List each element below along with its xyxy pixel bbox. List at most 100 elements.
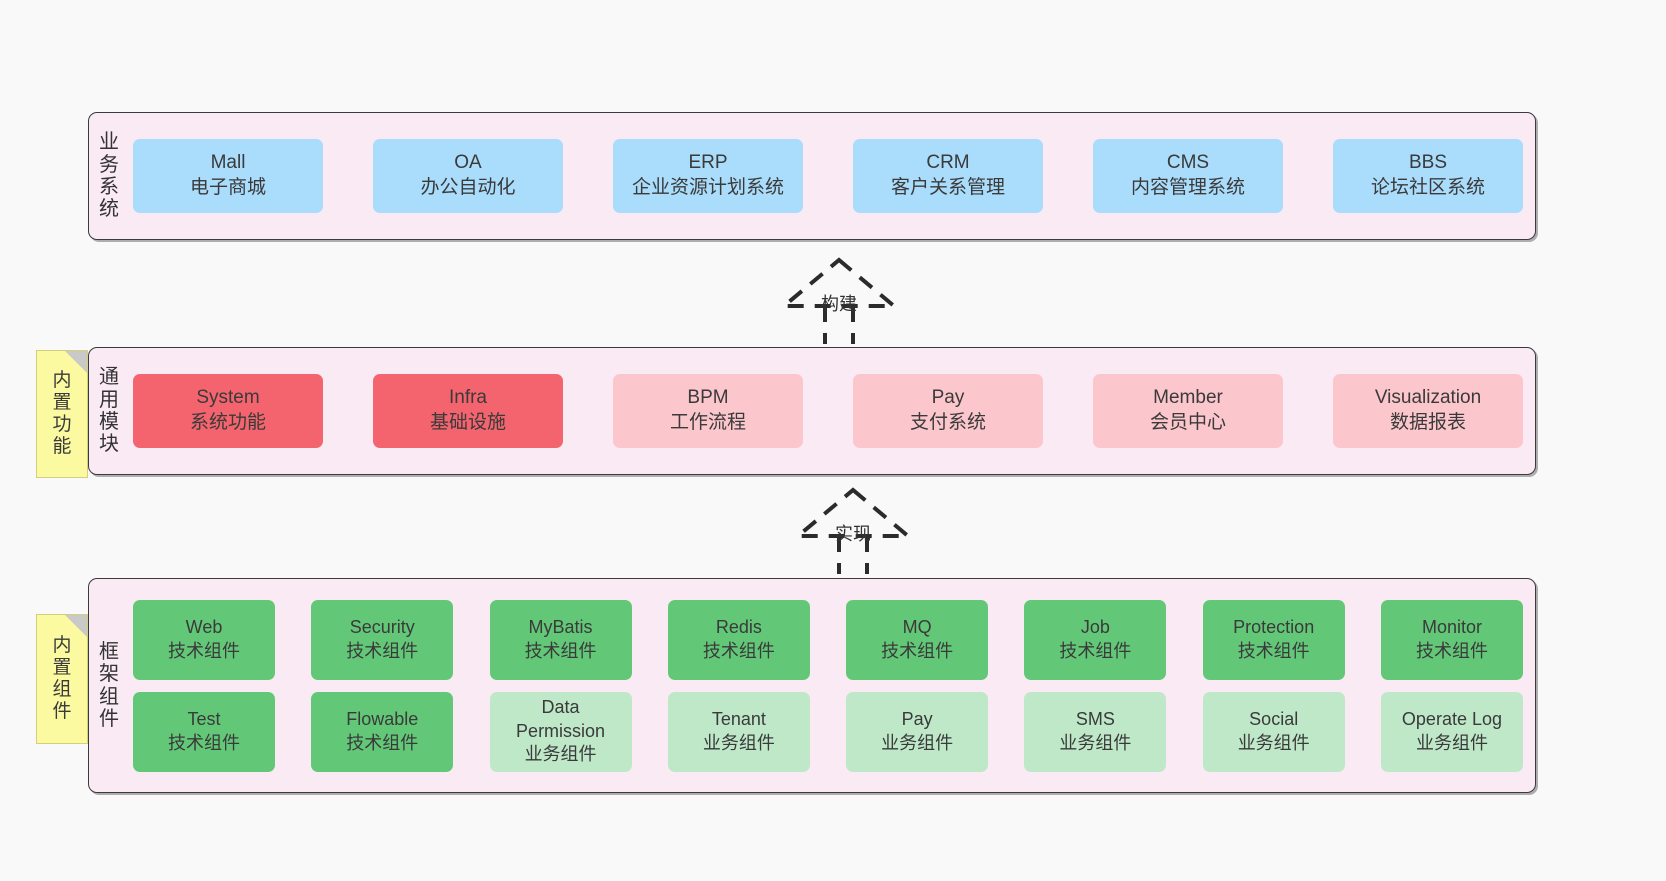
- note-builtin-component: 内 置 组 件: [36, 614, 88, 744]
- node-web-cn: 技术组件: [168, 640, 240, 661]
- node-operate-log-cn: 业务组件: [1415, 732, 1488, 753]
- node-protection-en: Protection: [1233, 617, 1315, 638]
- node-social-cn: 业务组件: [1237, 732, 1310, 753]
- node-pay-module-cn: 支付系统: [909, 412, 986, 433]
- node-crm-cn: 客户关系管理: [890, 177, 1005, 198]
- layer-business-systems: 业 务 系 统 Mall 电子商城 OA 办公自动化 ERP 企业资源计划系统 …: [88, 112, 1536, 240]
- node-infra-en: Infra: [448, 387, 488, 409]
- node-bbs[interactable]: BBS 论坛社区系统: [1333, 139, 1523, 213]
- node-monitor-cn: 技术组件: [1415, 640, 1488, 661]
- node-tenant[interactable]: Tenant 业务组件: [667, 691, 810, 772]
- node-data-permission[interactable]: Data Permission 业务组件: [489, 691, 632, 772]
- note-builtin-function-char-0: 内: [52, 369, 72, 391]
- layer-business-title-char-0: 业: [99, 131, 119, 154]
- node-mall[interactable]: Mall 电子商城: [133, 139, 323, 213]
- node-flowable-en: Flowable: [346, 709, 419, 730]
- node-mall-en: Mall: [210, 152, 246, 174]
- node-security-en: Security: [349, 617, 415, 638]
- node-web-en: Web: [185, 617, 223, 638]
- node-test-en: Test: [187, 709, 221, 730]
- node-pay-module[interactable]: Pay 支付系统: [853, 374, 1043, 448]
- node-test-cn: 技术组件: [168, 732, 240, 753]
- connector-implement-arrow-icon: [792, 487, 914, 574]
- node-sms[interactable]: SMS 业务组件: [1024, 691, 1167, 772]
- node-protection-cn: 技术组件: [1237, 640, 1310, 661]
- node-operate-log-en: Operate Log: [1401, 709, 1502, 730]
- note-builtin-function-char-1: 置: [52, 391, 72, 413]
- node-cms-en: CMS: [1166, 152, 1210, 174]
- node-mq-en: MQ: [902, 617, 932, 638]
- node-cms[interactable]: CMS 内容管理系统: [1093, 139, 1283, 213]
- node-mall-cn: 电子商城: [189, 177, 266, 198]
- node-erp[interactable]: ERP 企业资源计划系统: [613, 139, 803, 213]
- node-sms-en: SMS: [1075, 709, 1115, 730]
- connector-build-label: 构建: [821, 294, 857, 314]
- note-fold-corner-icon: [65, 615, 87, 637]
- node-web[interactable]: Web 技术组件: [133, 599, 275, 680]
- layer-business-title-char-2: 系: [99, 176, 119, 198]
- layer-business-body: Mall 电子商城 OA 办公自动化 ERP 企业资源计划系统 CRM 客户关系…: [129, 113, 1535, 239]
- node-job-en: Job: [1080, 617, 1110, 638]
- node-pay-module-en: Pay: [931, 387, 965, 409]
- node-member-cn: 会员中心: [1149, 412, 1226, 433]
- node-system[interactable]: System 系统功能: [133, 374, 323, 448]
- layer-framework-title: 框 架 组 件: [89, 579, 129, 792]
- node-infra[interactable]: Infra 基础设施: [373, 374, 563, 448]
- layer-framework-title-char-0: 框: [99, 640, 119, 663]
- layer-common-body: System 系统功能 Infra 基础设施 BPM 工作流程 Pay 支付系统…: [129, 348, 1535, 474]
- node-visualization[interactable]: Visualization 数据报表: [1333, 374, 1523, 448]
- node-mybatis-cn: 技术组件: [524, 640, 597, 661]
- node-social[interactable]: Social 业务组件: [1202, 691, 1345, 772]
- node-bpm-cn: 工作流程: [669, 412, 746, 433]
- node-pay-component[interactable]: Pay 业务组件: [846, 691, 989, 772]
- node-protection[interactable]: Protection 技术组件: [1202, 599, 1345, 680]
- node-job-cn: 技术组件: [1059, 640, 1132, 661]
- layer-framework-title-char-3: 件: [99, 707, 119, 730]
- node-mybatis[interactable]: MyBatis 技术组件: [489, 599, 632, 680]
- node-flowable-cn: 技术组件: [346, 732, 419, 753]
- node-operate-log[interactable]: Operate Log 业务组件: [1380, 691, 1523, 772]
- node-flowable[interactable]: Flowable 技术组件: [311, 691, 454, 772]
- layer-common-title-char-3: 块: [99, 433, 119, 456]
- node-crm[interactable]: CRM 客户关系管理: [853, 139, 1043, 213]
- connector-implement: 实现: [758, 484, 948, 574]
- node-system-en: System: [196, 387, 260, 409]
- node-oa-en: OA: [454, 152, 482, 174]
- node-mybatis-en: MyBatis: [528, 617, 593, 638]
- node-redis[interactable]: Redis 技术组件: [667, 599, 810, 680]
- node-visualization-en: Visualization: [1374, 387, 1482, 409]
- connector-implement-label: 实现: [835, 524, 871, 544]
- node-bpm[interactable]: BPM 工作流程: [613, 374, 803, 448]
- node-pay-component-en: Pay: [901, 709, 933, 730]
- node-oa-cn: 办公自动化: [420, 177, 516, 198]
- node-crm-en: CRM: [926, 152, 970, 174]
- node-cms-cn: 内容管理系统: [1130, 177, 1245, 198]
- layer-business-title: 业 务 系 统: [89, 113, 129, 239]
- node-security[interactable]: Security 技术组件: [311, 599, 454, 680]
- node-monitor-en: Monitor: [1421, 617, 1482, 638]
- layer-business-title-char-3: 统: [99, 198, 119, 221]
- node-mq[interactable]: MQ 技术组件: [846, 599, 989, 680]
- layer-framework-title-char-2: 组: [99, 685, 119, 708]
- layer-framework-title-char-1: 架: [99, 663, 119, 686]
- node-erp-en: ERP: [688, 152, 728, 174]
- note-builtin-component-char-2: 组: [52, 679, 72, 700]
- layer-common-title-char-2: 模: [99, 411, 119, 433]
- connector-build-arrow-icon: [778, 257, 900, 344]
- note-builtin-function-char-3: 能: [52, 436, 72, 458]
- node-monitor[interactable]: Monitor 技术组件: [1380, 599, 1523, 680]
- node-job[interactable]: Job 技术组件: [1024, 599, 1167, 680]
- layer-common-title-char-1: 用: [99, 388, 119, 411]
- framework-row-business: Test 技术组件 Flowable 技术组件 Data Permission …: [133, 691, 1523, 772]
- note-fold-corner-icon: [65, 351, 87, 373]
- node-member[interactable]: Member 会员中心: [1093, 374, 1283, 448]
- note-builtin-function-char-2: 功: [52, 414, 72, 435]
- node-visualization-cn: 数据报表: [1389, 412, 1466, 433]
- node-test[interactable]: Test 技术组件: [133, 691, 275, 772]
- node-bbs-cn: 论坛社区系统: [1370, 177, 1485, 198]
- layer-common-title-char-0: 通: [99, 366, 119, 389]
- connector-build: 构建: [744, 254, 934, 344]
- node-system-cn: 系统功能: [189, 412, 266, 433]
- node-oa[interactable]: OA 办公自动化: [373, 139, 563, 213]
